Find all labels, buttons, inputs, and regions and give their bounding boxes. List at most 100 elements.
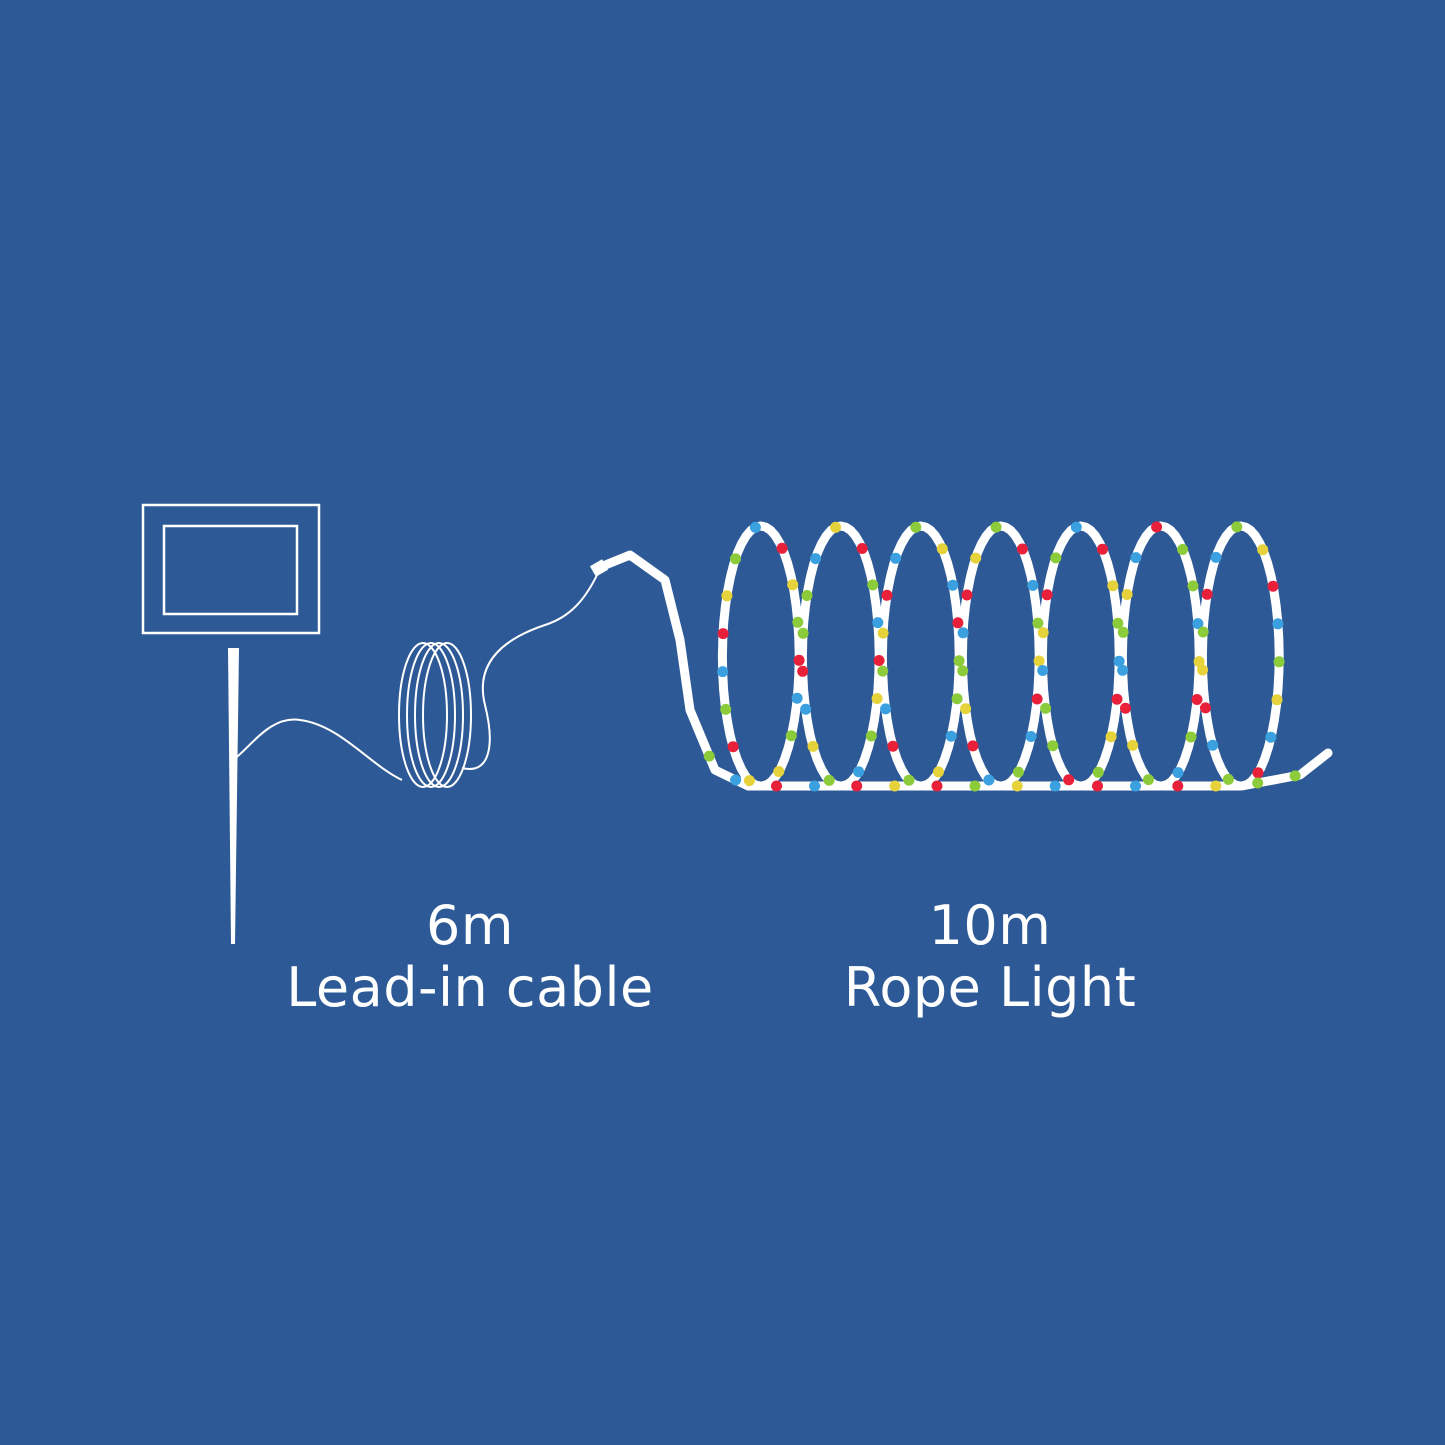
solar-panel-icon: [141, 503, 321, 635]
led-bulb: [771, 780, 782, 792]
led-bulb: [1210, 551, 1222, 563]
led-bulb: [851, 780, 863, 792]
led-bulb: [1033, 655, 1045, 667]
led-bulb: [720, 703, 732, 715]
led-bulb: [793, 654, 805, 666]
led-bulb: [957, 665, 969, 677]
led-bulb: [1011, 780, 1023, 792]
rope-light-length: 10m: [928, 894, 1052, 957]
lead-cable-wire: [232, 718, 403, 781]
led-bulb: [797, 627, 809, 639]
led-bulb: [727, 741, 739, 753]
led-bulb: [1121, 589, 1133, 600]
led-bulb: [801, 590, 813, 601]
coiled-rope-light-icon: [589, 521, 1333, 792]
led-bulb: [1037, 665, 1049, 676]
led-bulb: [1172, 780, 1184, 792]
led-bulb: [877, 627, 889, 639]
led-bulb: [1197, 626, 1209, 638]
led-bulb: [953, 655, 965, 667]
led-bulb: [1032, 617, 1044, 629]
led-bulb: [1267, 580, 1279, 592]
led-bulb: [1105, 731, 1117, 743]
led-bulb: [721, 590, 733, 602]
rope-light-leds: [703, 521, 1301, 792]
led-bulb: [703, 750, 715, 762]
led-bulb: [1070, 521, 1082, 533]
led-bulb: [1113, 655, 1125, 667]
lead-cable-length: 6m: [426, 894, 514, 957]
led-bulb: [990, 521, 1002, 533]
led-bulb: [890, 552, 902, 564]
led-bulb: [1151, 521, 1163, 533]
led-bulb: [1130, 552, 1142, 564]
led-bulb: [776, 542, 788, 554]
led-bulb: [865, 730, 877, 742]
led-bulb: [1265, 731, 1277, 743]
led-bulb: [881, 589, 893, 601]
led-bulb: [730, 553, 741, 565]
led-bulb: [1187, 580, 1199, 592]
led-bulb: [1207, 739, 1219, 751]
led-bulb: [1252, 767, 1264, 779]
led-bulb: [743, 775, 755, 787]
lead-cable-caption: 6m Lead-in cable: [260, 895, 680, 1019]
led-bulb: [810, 553, 822, 565]
led-bulb: [1191, 694, 1203, 705]
led-bulb: [797, 665, 809, 677]
led-bulb: [1027, 579, 1039, 591]
rope-connector: [589, 559, 609, 577]
led-bulb: [1273, 656, 1285, 668]
led-bulb: [1252, 777, 1264, 789]
led-bulb: [967, 740, 979, 752]
led-bulb: [792, 616, 804, 628]
led-bulb: [1016, 543, 1028, 555]
led-bulb: [1097, 543, 1108, 555]
led-bulb: [773, 766, 785, 777]
led-bulb: [1272, 618, 1284, 630]
led-bulb: [717, 666, 729, 678]
led-bulb: [1201, 588, 1213, 600]
rope-light-tube: [593, 521, 1333, 791]
led-bulb: [785, 730, 797, 742]
led-bulb: [1050, 552, 1062, 564]
led-bulb: [800, 703, 812, 715]
led-bulb: [1031, 693, 1043, 705]
led-bulb: [730, 774, 742, 786]
led-bulb: [856, 543, 868, 554]
led-bulb: [823, 774, 835, 786]
led-bulb: [1037, 627, 1049, 639]
led-bulb: [1117, 664, 1129, 676]
rope-light-caption: 10m Rope Light: [780, 895, 1200, 1019]
led-bulb: [873, 655, 885, 666]
coiled-lead-cable-icon: [398, 642, 472, 788]
led-bulb: [1271, 694, 1283, 706]
led-bulb: [1192, 618, 1204, 630]
led-bulb: [853, 766, 865, 778]
led-bulb: [961, 589, 973, 601]
led-bulb: [877, 665, 889, 677]
led-bulb: [887, 740, 899, 752]
lead-cable-label: Lead-in cable: [286, 956, 654, 1019]
led-bulb: [1107, 580, 1119, 592]
led-bulb: [1120, 702, 1131, 714]
led-bulb: [951, 693, 963, 705]
led-bulb: [880, 703, 892, 715]
led-bulb: [1012, 766, 1024, 778]
led-bulb: [717, 628, 729, 640]
led-bulb: [933, 766, 944, 778]
led-bulb: [910, 521, 922, 533]
led-bulb: [867, 579, 879, 591]
led-bulb: [791, 692, 803, 704]
led-bulb: [960, 703, 972, 715]
led-bulb: [1257, 544, 1269, 556]
led-bulb: [749, 521, 761, 533]
led-bulb: [809, 780, 820, 792]
led-bulb: [1222, 773, 1234, 785]
led-bulb: [970, 552, 982, 564]
led-bulb: [969, 780, 981, 792]
led-bulb: [1185, 731, 1197, 743]
led-bulb: [1063, 774, 1075, 786]
led-bulb: [1210, 780, 1222, 792]
